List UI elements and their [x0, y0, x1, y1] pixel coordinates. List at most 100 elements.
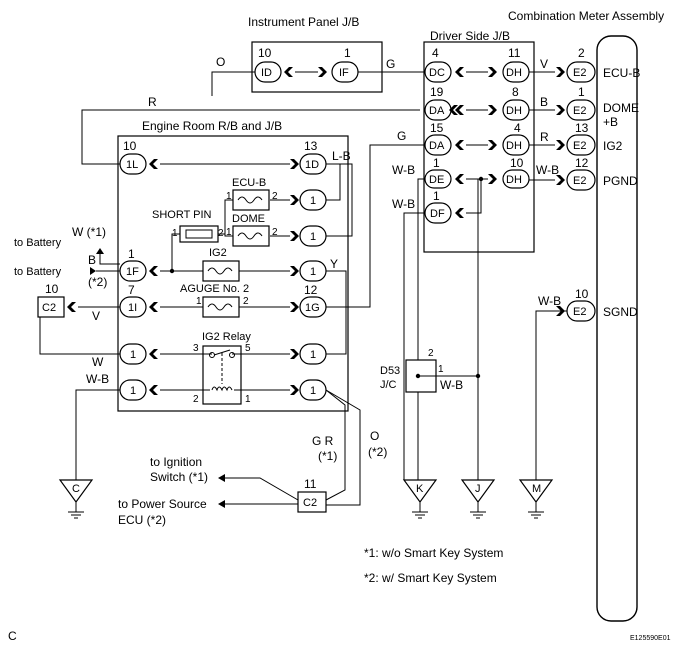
svg-text:4: 4 [514, 121, 521, 135]
svg-text:IG2 Relay: IG2 Relay [202, 331, 251, 343]
svg-text:2: 2 [578, 46, 585, 60]
svg-text:ECU-B: ECU-B [232, 177, 266, 189]
svg-text:PGND: PGND [603, 174, 638, 188]
svg-text:DA: DA [429, 105, 445, 117]
title-meter: Combination Meter Assembly [508, 9, 664, 23]
svg-text:(*1): (*1) [318, 449, 337, 463]
svg-text:1D: 1D [305, 159, 319, 171]
svg-text:Switch (*1): Switch (*1) [150, 470, 208, 484]
connector-c2-11 [297, 491, 327, 513]
svg-text:G: G [386, 57, 395, 71]
svg-text:J/C: J/C [380, 379, 397, 391]
svg-text:DF: DF [430, 208, 445, 220]
title-engine-rb: Engine Room R/B and J/B [142, 119, 282, 133]
svg-text:M: M [532, 483, 541, 495]
svg-text:O: O [216, 55, 225, 69]
svg-text:8: 8 [512, 85, 519, 99]
meter-connector-pgnd [566, 169, 596, 191]
svg-text:DOME: DOME [603, 101, 639, 115]
svg-text:1: 1 [310, 385, 316, 397]
svg-text:W: W [92, 355, 104, 369]
svg-text:R: R [540, 130, 549, 144]
svg-text:W-B: W-B [536, 163, 559, 177]
svg-text:to Power Source: to Power Source [118, 497, 207, 511]
engine-rb-components: 10 1L 13 1D ECU-B 1 2 1 DOME 1 2 1 SHORT… [119, 139, 327, 405]
svg-text:DH: DH [506, 67, 522, 79]
svg-text:1F: 1F [126, 266, 139, 278]
ground-m: M [518, 479, 554, 519]
meter-connector-ecu-b [566, 61, 596, 83]
svg-text:AGUGE No. 2: AGUGE No. 2 [180, 283, 249, 295]
svg-text:1: 1 [578, 85, 585, 99]
svg-text:2: 2 [272, 227, 278, 238]
svg-text:W (*1): W (*1) [72, 225, 106, 239]
svg-text:DA: DA [429, 140, 445, 152]
svg-text:1: 1 [310, 266, 316, 278]
svg-text:12: 12 [304, 283, 318, 297]
svg-text:DOME: DOME [232, 213, 265, 225]
svg-text:G R: G R [312, 434, 334, 448]
svg-text:ECU-B: ECU-B [603, 66, 640, 80]
svg-text:DH: DH [506, 140, 522, 152]
svg-text:10: 10 [575, 287, 589, 301]
svg-text:2: 2 [272, 191, 278, 202]
svg-text:DC: DC [429, 67, 445, 79]
svg-text:W-B: W-B [392, 197, 415, 211]
connector-dh-4 [502, 169, 530, 189]
svg-text:1: 1 [130, 385, 136, 397]
svg-text:19: 19 [430, 85, 444, 99]
svg-text:2: 2 [428, 348, 434, 359]
svg-text:IG2: IG2 [603, 139, 623, 153]
connector-c2-10 [37, 296, 65, 318]
svg-text:1: 1 [128, 247, 135, 261]
svg-text:11: 11 [304, 477, 317, 491]
svg-text:2: 2 [243, 296, 249, 307]
svg-text:E2: E2 [573, 175, 586, 187]
svg-text:1: 1 [226, 191, 232, 202]
svg-text:1I: 1I [128, 302, 137, 314]
svg-text:G: G [397, 129, 406, 143]
svg-text:1: 1 [310, 349, 316, 361]
svg-text:O: O [370, 429, 379, 443]
svg-text:5: 5 [245, 343, 251, 354]
wires: O G V B R W-B R L-B G W-B W-B [14, 55, 567, 527]
title-driver-jb: Driver Side J/B [430, 29, 510, 43]
svg-text:B: B [540, 95, 548, 109]
svg-text:ECU (*2): ECU (*2) [118, 513, 166, 527]
svg-text:1G: 1G [305, 302, 320, 314]
svg-text:to Ignition: to Ignition [150, 455, 202, 469]
ground-k: K [402, 479, 438, 519]
svg-text:L-B: L-B [332, 149, 351, 163]
svg-text:C2: C2 [42, 302, 56, 314]
ground-c: C [58, 479, 94, 519]
svg-text:13: 13 [575, 121, 589, 135]
svg-text:V: V [540, 57, 548, 71]
svg-text:1: 1 [196, 296, 202, 307]
svg-text:4: 4 [432, 46, 439, 60]
svg-text:E2: E2 [573, 140, 586, 152]
meter-box [596, 35, 638, 622]
svg-text:to Battery: to Battery [14, 266, 62, 278]
svg-text:DH: DH [506, 174, 522, 186]
note-1: *1: w/o Smart Key System [364, 546, 503, 560]
svg-text:W-B: W-B [538, 294, 561, 308]
svg-text:V: V [92, 309, 100, 323]
svg-text:SGND: SGND [603, 305, 638, 319]
svg-text:10: 10 [258, 46, 272, 60]
svg-text:E2: E2 [573, 306, 586, 318]
svg-text:3: 3 [193, 343, 199, 354]
title-ip-jb: Instrument Panel J/B [248, 15, 359, 29]
meter-connectors: 2 E2 ECU-B 1 E2 DOME +B 13 E2 IG2 12 E2 … [556, 46, 640, 322]
svg-text:ID: ID [261, 67, 272, 79]
svg-text:W-B: W-B [440, 378, 463, 392]
svg-text:(*2): (*2) [88, 275, 107, 289]
grounds: C K J M [58, 479, 554, 519]
ground-j: J [460, 479, 496, 519]
svg-text:R: R [148, 95, 157, 109]
svg-text:+B: +B [603, 115, 618, 129]
svg-text:10: 10 [45, 282, 59, 296]
note-2: *2: w/ Smart Key System [364, 571, 497, 585]
svg-text:1: 1 [344, 46, 351, 60]
meter-connector-dome [566, 99, 596, 121]
